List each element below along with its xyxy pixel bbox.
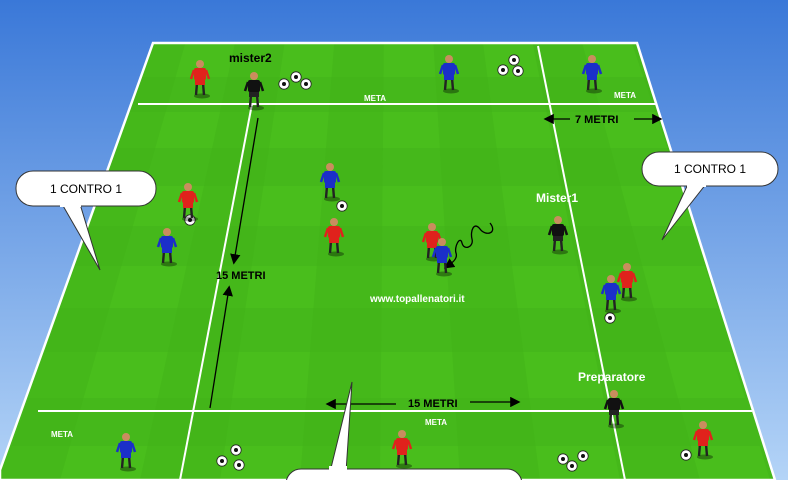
soccer-ball-icon xyxy=(300,78,312,90)
soccer-ball-icon xyxy=(336,200,348,212)
player-red xyxy=(189,60,211,99)
website-label: www.topallenatori.it xyxy=(369,294,465,305)
seven-metri-label: 7 METRI xyxy=(575,114,618,126)
callout-right: 1 CONTRO 1 xyxy=(641,151,779,241)
player-red xyxy=(323,218,345,257)
callout-left-bubble xyxy=(15,170,157,207)
dribble-path-arrow xyxy=(443,222,494,269)
meta-label-top-center: META xyxy=(364,94,386,103)
player-red xyxy=(692,421,714,460)
player-red xyxy=(177,183,199,222)
player-coach xyxy=(547,216,569,255)
meta-label-bottom-left: META xyxy=(51,430,73,439)
player-blue xyxy=(115,433,137,472)
ball-groups xyxy=(184,54,692,472)
player-blue xyxy=(319,163,341,202)
measure-arrows xyxy=(209,113,663,410)
grass-check xyxy=(300,43,384,480)
callout-right-text: 1 CONTRO 1 xyxy=(674,162,746,176)
callout-right-bubble xyxy=(641,151,779,187)
grass-check xyxy=(532,43,700,480)
callout-left-text: 1 CONTRO 1 xyxy=(50,182,122,196)
fifteen-metri-horizontal-label: 15 METRI xyxy=(408,398,458,410)
player-coach xyxy=(243,72,265,111)
callout-bottom xyxy=(286,381,522,480)
left-corridor-line xyxy=(179,103,253,480)
mister1-label: Mister1 xyxy=(536,191,578,205)
player-blue xyxy=(156,228,178,267)
grass-check xyxy=(433,43,540,480)
fifteen-metri-vertical-label: 15 METRI xyxy=(216,270,266,282)
vertical-arrow-up xyxy=(209,285,233,409)
soccer-ball-icon xyxy=(233,459,245,471)
player-coach xyxy=(603,390,625,429)
meta-label-bottom-center: META xyxy=(425,418,447,427)
soccer-ball-icon xyxy=(557,453,569,465)
pitch-outline xyxy=(0,41,777,480)
soccer-ball-icon xyxy=(290,71,302,83)
soccer-ball-icon xyxy=(508,54,520,66)
mister2-label: mister2 xyxy=(229,51,272,65)
player-blue xyxy=(438,55,460,94)
vertical-arrow-down xyxy=(230,117,259,265)
grass-stripe xyxy=(0,266,770,308)
soccer-ball-icon xyxy=(230,444,242,456)
soccer-ball-icon xyxy=(604,312,616,324)
meta-label-top-right: META xyxy=(614,91,636,100)
player-blue xyxy=(431,238,453,277)
soccer-ball-icon xyxy=(497,64,509,76)
callout-bottom-bubble xyxy=(286,468,522,480)
player-red xyxy=(391,430,413,469)
players xyxy=(115,55,714,472)
soccer-ball-icon xyxy=(278,78,290,90)
soccer-ball-icon xyxy=(512,65,524,77)
callout-left: 1 CONTRO 1 xyxy=(15,170,157,271)
grass-stripe xyxy=(0,352,770,398)
soccer-ball-icon xyxy=(216,455,228,467)
field-labels: mister2 Mister1 Preparatore META META ME… xyxy=(51,51,646,439)
soccer-ball-icon xyxy=(566,460,578,472)
player-blue xyxy=(600,275,622,314)
soccer-ball-icon xyxy=(680,449,692,461)
soccer-ball-icon xyxy=(577,450,589,462)
player-red xyxy=(616,263,638,302)
player-blue xyxy=(581,55,603,94)
grass-stripe xyxy=(0,112,770,148)
preparatore-label: Preparatore xyxy=(578,370,646,384)
grass-check xyxy=(140,43,285,480)
